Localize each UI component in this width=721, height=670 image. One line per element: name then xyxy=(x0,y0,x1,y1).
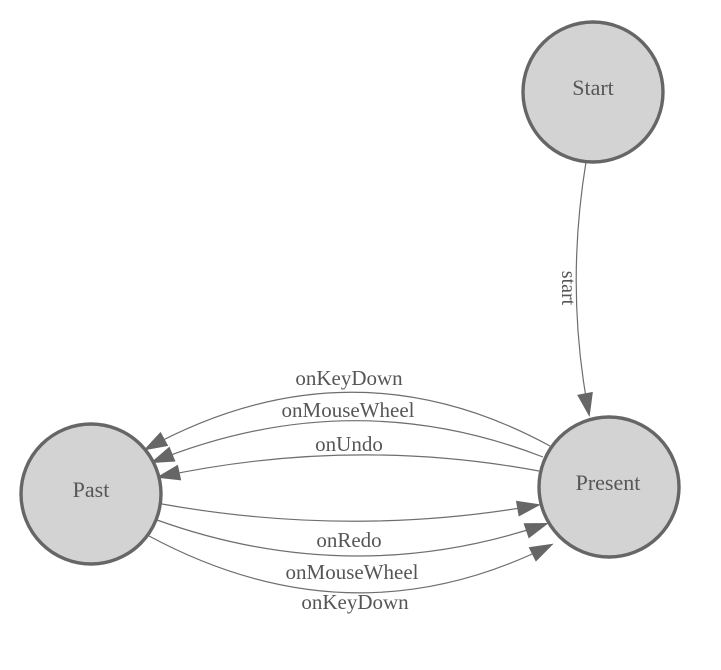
edge-present-to-past-onundo[interactable] xyxy=(156,454,540,481)
state-node-past-label: Past xyxy=(73,477,110,502)
edge-past-to-present-onmousewheel[interactable] xyxy=(156,519,549,557)
edge-present-to-past-onmousewheel[interactable] xyxy=(150,420,544,464)
state-node-start-circle[interactable] xyxy=(521,20,665,164)
state-node-start[interactable]: Start xyxy=(521,20,665,164)
edge-label-onkeydown-bottom: onKeyDown xyxy=(301,590,409,614)
edge-present-to-past-onkeydown[interactable] xyxy=(143,391,551,451)
edge-label-onkeydown-top: onKeyDown xyxy=(295,366,403,390)
edge-label-onmousewheel-top: onMouseWheel xyxy=(282,398,415,422)
edge-label-onmousewheel-bottom: onMouseWheel xyxy=(286,560,419,584)
edge-start-to-present[interactable] xyxy=(575,161,593,417)
state-node-start-label: Start xyxy=(572,75,614,100)
edge-label-onundo: onUndo xyxy=(315,432,383,456)
state-node-present[interactable]: Present xyxy=(537,415,681,559)
edge-past-to-present-onredo[interactable] xyxy=(161,500,541,522)
state-node-present-circle[interactable] xyxy=(537,415,681,559)
state-node-past-circle[interactable] xyxy=(19,422,163,566)
state-node-past[interactable]: Past xyxy=(19,422,163,566)
edge-label-start: start xyxy=(557,271,579,306)
edge-past-to-present-onkeydown[interactable] xyxy=(148,535,554,594)
state-node-present-label: Present xyxy=(576,470,641,495)
edge-label-onredo: onRedo xyxy=(316,528,381,552)
